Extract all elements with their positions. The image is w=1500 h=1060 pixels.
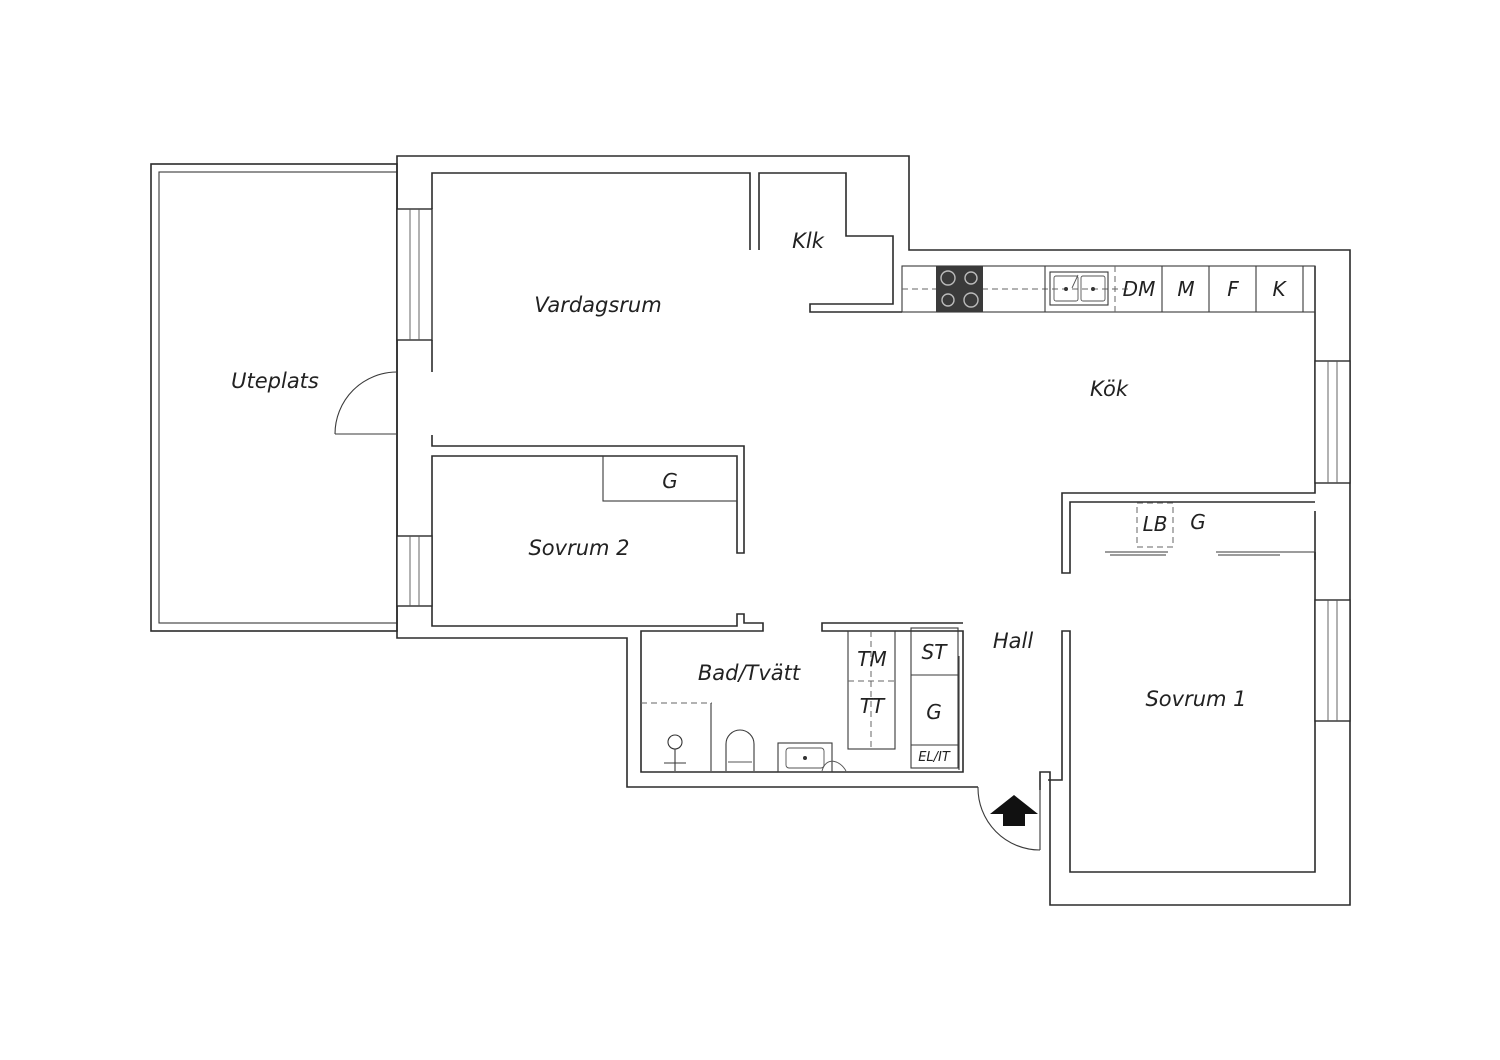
label-st: ST	[922, 640, 949, 664]
label-g-sovrum2: G	[662, 469, 678, 493]
room-label-bad: Bad/Tvätt	[698, 661, 801, 685]
toilet-icon	[725, 729, 755, 771]
laundry-column	[847, 630, 896, 750]
label-g-sovrum1: G	[1190, 510, 1206, 534]
windows	[396, 208, 1351, 722]
hall-wardrobe-door	[958, 656, 964, 770]
stove-icon	[936, 266, 983, 312]
room-label-kok: Kök	[1090, 377, 1129, 401]
terrace-door	[334, 371, 398, 435]
sliding-doors	[1105, 551, 1315, 556]
label-el-it: EL/IT	[918, 750, 951, 765]
label-g-hall: G	[926, 700, 942, 724]
entrance-door	[977, 786, 1041, 851]
terrace-outline	[150, 163, 398, 632]
label-lb: LB	[1143, 512, 1168, 536]
label-tm: TM	[857, 647, 886, 671]
room-label-hall: Hall	[993, 629, 1033, 653]
room-label-klk: Klk	[792, 229, 825, 253]
washbasin-icon	[777, 742, 847, 773]
label-tt: TT	[860, 694, 886, 718]
room-label-uteplats: Uteplats	[231, 369, 319, 393]
label-f: F	[1227, 277, 1239, 301]
shower-icon	[641, 702, 712, 771]
outer-walls	[396, 155, 1351, 906]
label-m: M	[1177, 277, 1194, 301]
room-label-sovrum1: Sovrum 1	[1145, 687, 1246, 711]
kitchen-counter	[901, 265, 1316, 313]
label-dm: DM	[1123, 277, 1156, 301]
entrance-arrow-icon	[990, 795, 1038, 826]
sink-icon	[1049, 271, 1109, 306]
label-k: K	[1272, 277, 1287, 301]
room-label-vardagsrum: Vardagsrum	[534, 293, 661, 317]
room-label-sovrum2: Sovrum 2	[528, 536, 629, 560]
wardrobe-sovrum2	[602, 455, 738, 502]
hall-storage	[910, 627, 959, 769]
